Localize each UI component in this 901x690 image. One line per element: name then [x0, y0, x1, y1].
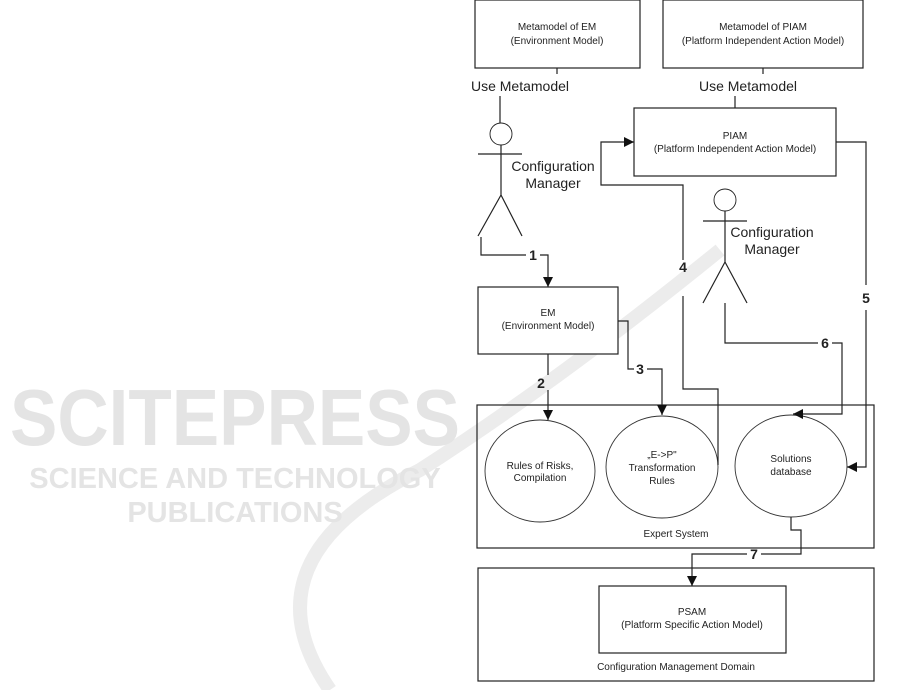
actor-head-icon — [713, 188, 737, 212]
watermark-tagline: SCIENCE AND TECHNOLOGY PUBLICATIONS — [29, 463, 441, 529]
em-title: EM — [541, 308, 556, 319]
use-metamodel-right: Use Metamodel — [699, 78, 797, 94]
step-4-label: 4 — [679, 259, 687, 275]
piam-subtitle: (Platform Independent Action Model) — [654, 144, 816, 155]
process-label: „E->P" — [647, 450, 677, 461]
step-3-label: 3 — [636, 361, 644, 377]
watermark-brand: SCITEPRESS — [10, 373, 460, 462]
process-transformation-rules[interactable]: „E->P" Transformation Rules — [605, 415, 719, 519]
metamodel-piam-subtitle: (Platform Independent Action Model) — [682, 36, 844, 47]
process-label: Solutions — [770, 454, 811, 465]
arrow-5: 5 — [836, 141, 870, 472]
watermark-swoosh — [293, 244, 725, 690]
actor-configuration-manager-left: Configuration Manager — [477, 122, 595, 237]
actor-label-line2: Manager — [744, 241, 800, 257]
em-subtitle: (Environment Model) — [502, 321, 595, 332]
process-rules-of-risks[interactable]: Rules of Risks, Compilation — [484, 419, 596, 523]
em-box[interactable]: EM (Environment Model) — [477, 286, 619, 355]
arrow-4: 4 — [600, 137, 719, 465]
piam-title: PIAM — [723, 131, 747, 142]
metamodel-piam-title: Metamodel of PIAM — [719, 22, 807, 33]
step-1-label: 1 — [529, 247, 537, 263]
actor-label-line1: Configuration — [511, 158, 594, 174]
expert-system-container — [476, 404, 875, 549]
arrow-2: 2 — [537, 354, 553, 420]
actor-label-line2: Manager — [525, 175, 581, 191]
step-7-label: 7 — [750, 546, 758, 562]
psam-title: PSAM — [678, 607, 706, 618]
arrow-1: 1 — [480, 237, 548, 287]
step-2-label: 2 — [537, 375, 545, 391]
arrow-3: 3 — [618, 320, 662, 415]
process-label: Rules — [649, 476, 675, 487]
arrow-6: 6 — [724, 303, 843, 414]
psam-box[interactable]: PSAM (Platform Specific Action Model) — [598, 585, 787, 654]
process-label: Rules of Risks, — [507, 461, 574, 472]
arrow-7: 7 — [692, 517, 802, 586]
psam-subtitle: (Platform Specific Action Model) — [621, 620, 763, 631]
process-label: database — [770, 467, 812, 478]
expert-system-label: Expert System — [643, 529, 708, 540]
cm-domain-container — [477, 567, 875, 682]
metamodel-em-title: Metamodel of EM — [518, 22, 596, 33]
watermark: SCITEPRESS — [10, 244, 725, 690]
step-5-label: 5 — [862, 290, 870, 306]
piam-box[interactable]: PIAM (Platform Independent Action Model) — [633, 107, 837, 177]
process-solutions-database[interactable]: Solutions database — [734, 414, 848, 518]
cm-domain-label: Configuration Management Domain — [597, 662, 755, 673]
metamodel-em-box[interactable]: Metamodel of EM (Environment Model) — [474, 0, 641, 69]
actor-label-line1: Configuration — [730, 224, 813, 240]
actor-configuration-manager-right: Configuration Manager — [702, 188, 814, 304]
metamodel-piam-box[interactable]: Metamodel of PIAM (Platform Independent … — [662, 0, 864, 69]
step-6-label: 6 — [821, 335, 829, 351]
process-label: Transformation — [629, 463, 696, 474]
use-metamodel-left: Use Metamodel — [471, 78, 569, 94]
process-label: Compilation — [514, 473, 567, 484]
metamodel-em-subtitle: (Environment Model) — [511, 36, 604, 47]
actor-head-icon — [489, 122, 513, 146]
